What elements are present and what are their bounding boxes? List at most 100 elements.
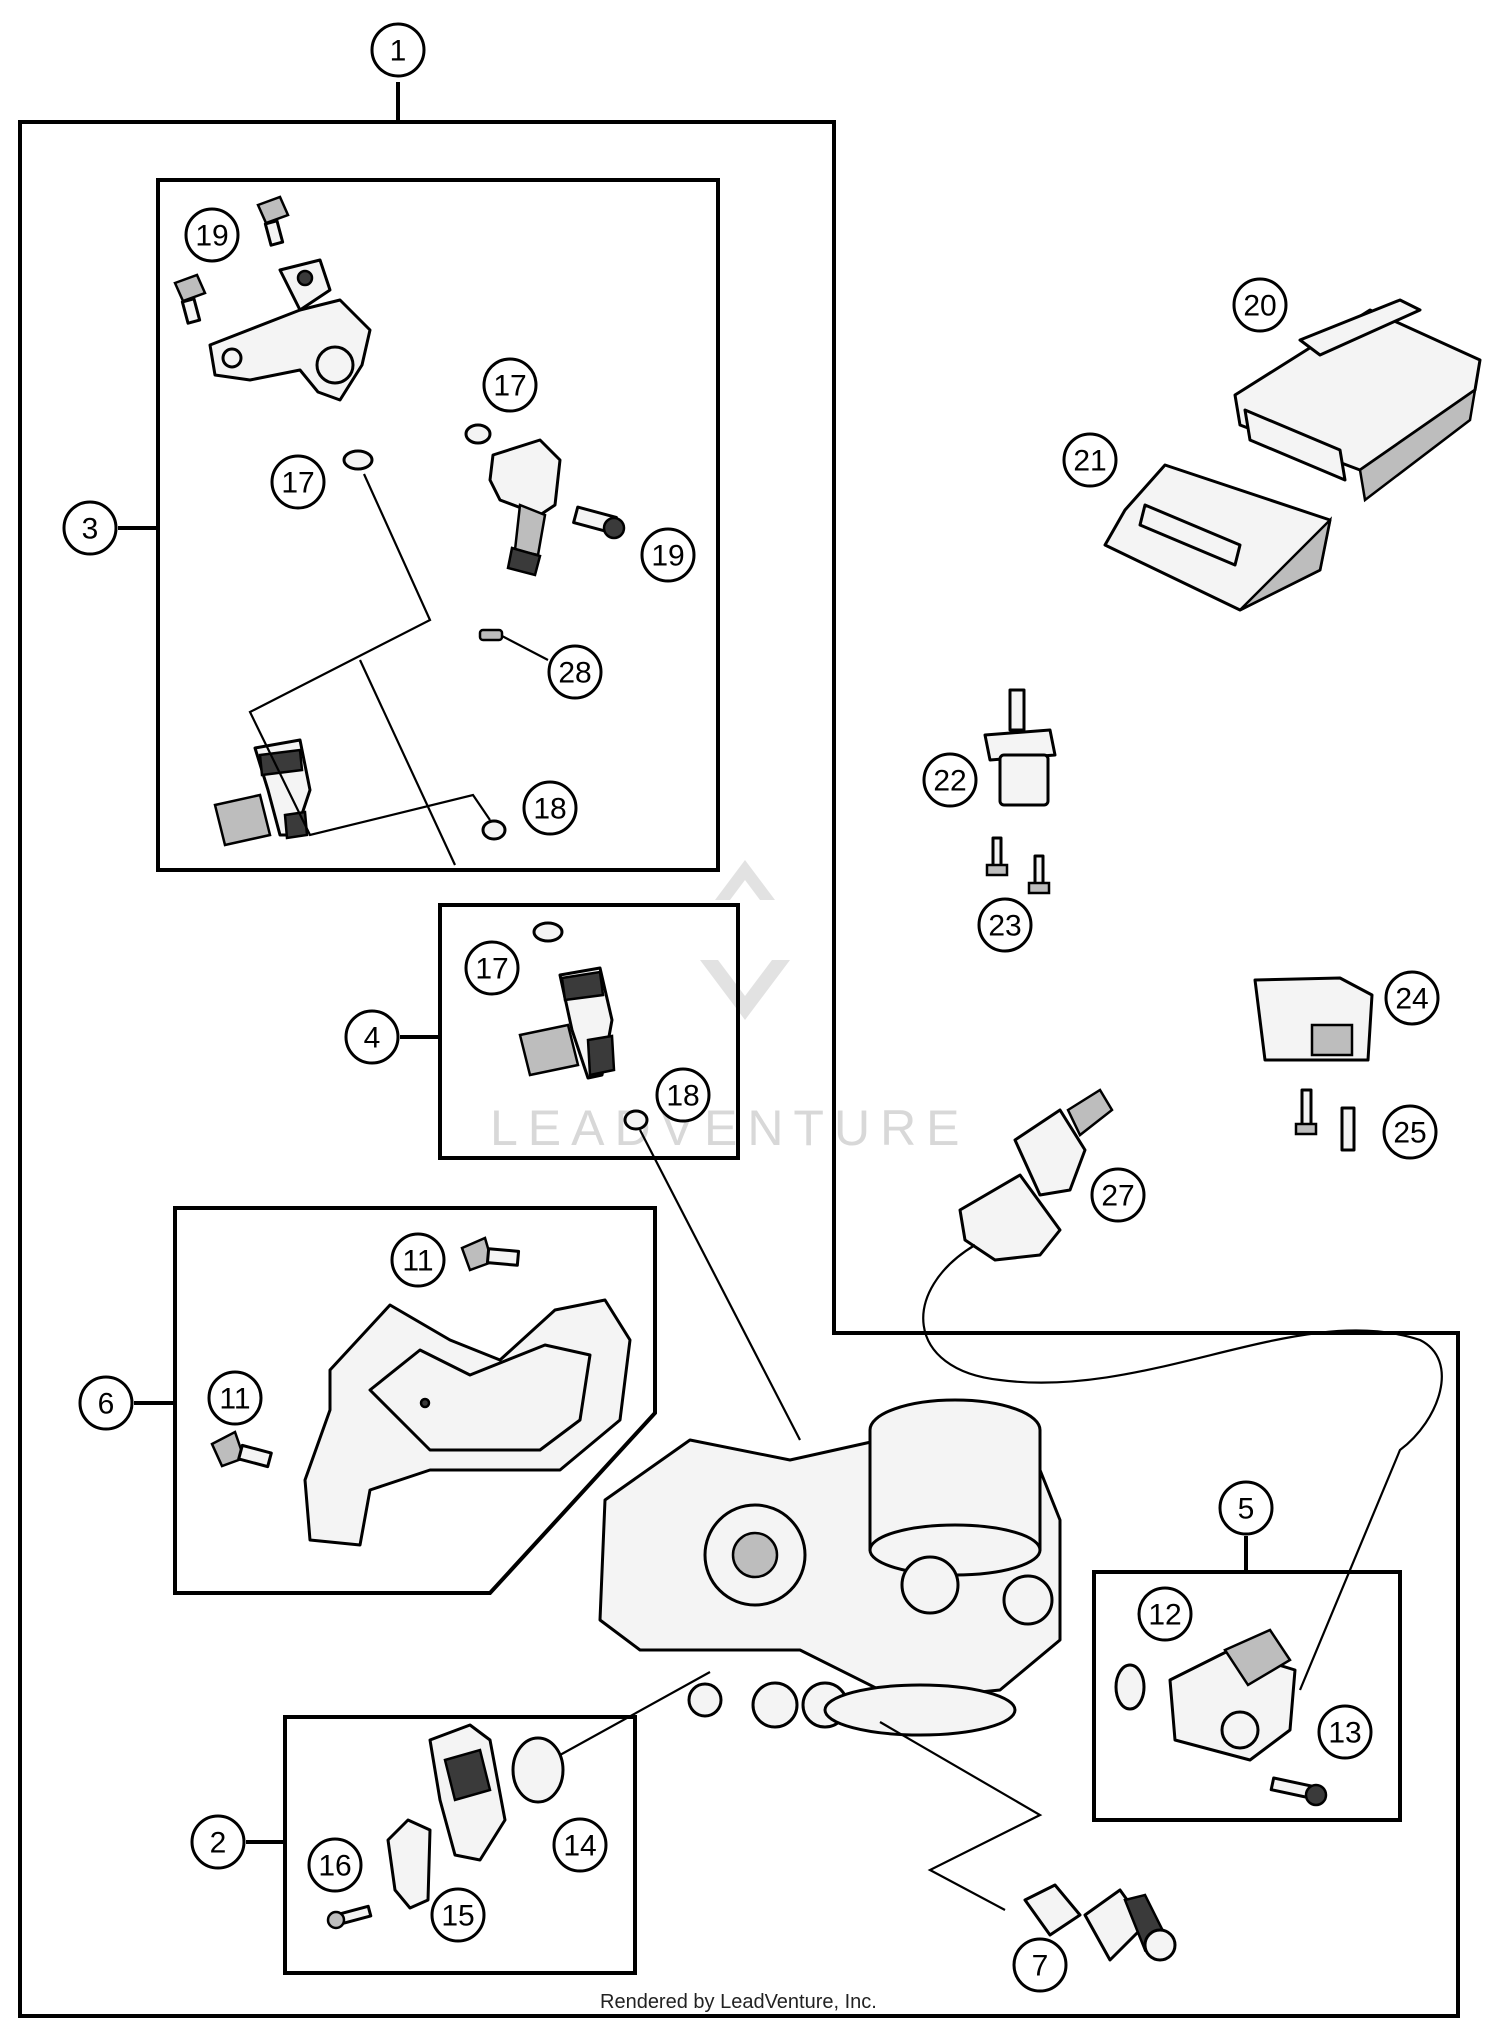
callout-cover: 6 [78,1375,134,1431]
screw-19-upper-group [173,195,290,325]
sensor-27 [958,1088,1114,1262]
callout-number: 20 [1243,290,1276,323]
callout-oring-14: 14 [552,1817,608,1873]
ecu-20 [1233,298,1482,503]
oring-18-upper [481,819,507,841]
callout-number: 6 [98,1388,115,1421]
relay-24 [1253,976,1374,1062]
callout-number: 4 [364,1022,381,1055]
callout-number: 1 [390,35,407,68]
callout-number: 11 [402,1245,433,1278]
screws-23 [985,836,1051,895]
bracket-15 [386,1818,432,1910]
callout-number: 15 [441,1900,474,1933]
injector-assy-lower-frame [438,903,740,1160]
leader-18-lower [639,1129,801,1441]
callout-circle [78,1375,134,1431]
screw-16 [326,1904,373,1930]
map-sensor [1168,1628,1297,1762]
watermark-text: LEADVENTURE [490,1100,970,1156]
throttle-body [598,1398,1062,1737]
callout-circle [1012,1937,1068,1993]
callout-circle [1218,1480,1274,1536]
injector-3 [213,738,312,847]
idle-valve-7 [1023,1883,1177,1962]
footer-credit: Rendered by LeadVenture, Inc. [600,1991,877,2013]
callout-screw-23: 23 [977,897,1033,953]
oring-12 [1114,1663,1146,1711]
leader-14 [559,1671,711,1756]
callout-circle [344,1009,400,1065]
ecu-bracket-21 [1103,463,1333,612]
throttle-cover-6 [303,1298,632,1547]
callout-circle [430,1887,486,1943]
callout-circle [547,644,603,700]
callout-throttle-sensor: 2 [190,1814,246,1870]
injector-4 [518,921,649,1131]
callout-number: 5 [1238,1493,1255,1526]
callout-screw-19-a: 19 [184,207,240,263]
callout-number: 22 [933,765,966,798]
callout-oring-17-c: 17 [464,940,520,996]
callout-circle [190,1814,246,1870]
callout-circle [1062,432,1118,488]
callout-number: 21 [1073,445,1106,478]
injector-upper [488,438,562,577]
callout-map-sensor: 5 [1218,1480,1274,1536]
throttle-sensor-frame [283,1715,637,1975]
callout-circle [977,897,1033,953]
screw-19-right [572,505,626,540]
callout-ecu-bracket: 21 [1062,432,1118,488]
sensor-22 [983,688,1057,807]
callout-oring-17-b: 17 [482,357,538,413]
callout-circle [552,1817,608,1873]
callout-circle [184,207,240,263]
oring-17-mid [464,423,492,445]
callout-circle [1232,277,1288,333]
leader-3-b [359,659,456,866]
callout-circle [922,752,978,808]
callout-screw-cover-a: 11 [390,1232,446,1288]
callout-number: 13 [1328,1717,1361,1750]
callout-circle [62,500,118,556]
cover-frame [173,1206,657,1595]
callout-circle [522,780,578,836]
callout-bracket-15: 15 [430,1887,486,1943]
callout-circle [640,527,696,583]
callout-number: 11 [219,1383,250,1416]
leader-3-a [248,473,491,837]
callout-oring-18-a: 18 [522,780,578,836]
callout-number: 23 [988,910,1021,943]
leader-28 [501,635,549,661]
callout-oring-17-a: 17 [270,454,326,510]
assembly-frame [18,120,1460,2018]
callout-number: 19 [651,540,684,573]
callout-number: 17 [493,370,526,403]
callout-screw-25: 25 [1382,1104,1438,1160]
callout-circle [464,940,520,996]
plug-28 [478,628,504,642]
callout-circle [307,1837,363,1893]
screw-11-top [460,1236,521,1272]
callout-relay-24: 24 [1384,970,1440,1026]
callout-number: 17 [281,467,314,500]
callout-screw-16: 16 [307,1837,363,1893]
callout-oring-18-b: 18 [655,1067,711,1123]
callout-number: 2 [210,1827,227,1860]
callout-number: 18 [666,1080,699,1113]
callout-circle [655,1067,711,1123]
callout-injector-assy-upper: 3 [62,500,118,556]
throttle-sensor [428,1723,507,1862]
callout-plug-28: 28 [547,644,603,700]
screws-25 [1294,1088,1356,1152]
callout-circle [482,357,538,413]
callout-circle [1384,970,1440,1026]
callout-assembly: 1 [370,22,426,78]
screw-13 [1269,1776,1328,1807]
callout-number: 24 [1395,983,1428,1016]
callout-screw-13: 13 [1317,1704,1373,1760]
callout-idle-valve: 7 [1012,1937,1068,1993]
callout-number: 18 [533,793,566,826]
watermark: LEADVENTURE [490,860,970,1156]
